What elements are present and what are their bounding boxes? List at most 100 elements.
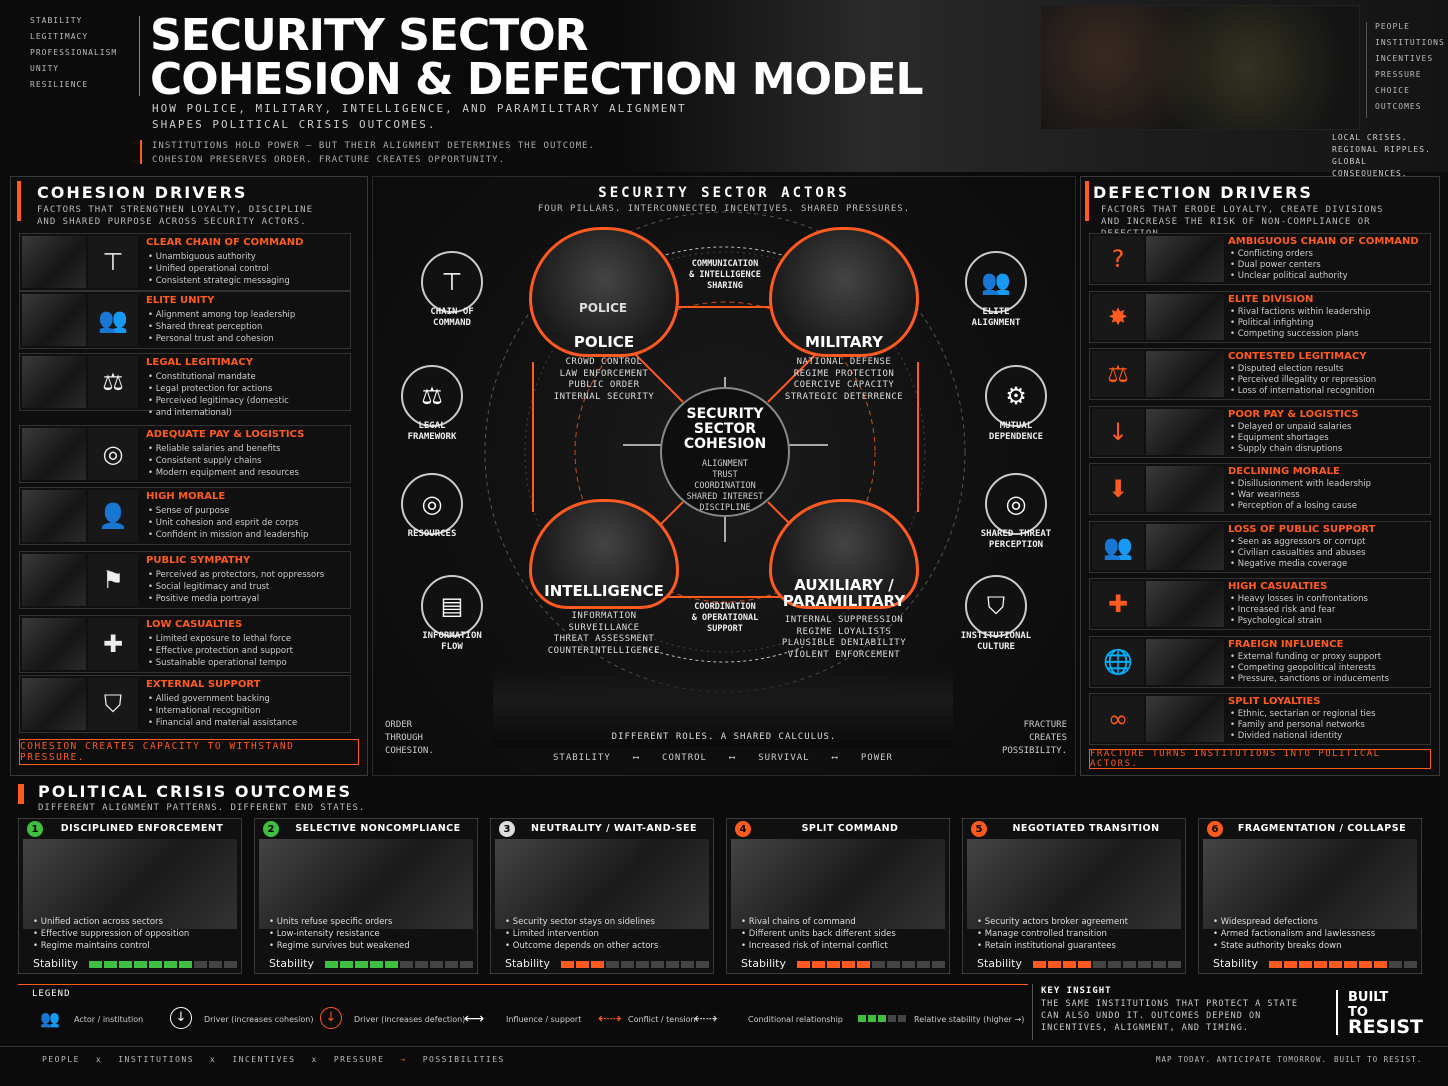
- stability-segment: [194, 961, 207, 968]
- insight-line: THE SAME INSTITUTIONS THAT PROTECT A STA…: [1041, 999, 1298, 1009]
- outcome-title: SELECTIVE NONCOMPLIANCE: [295, 823, 461, 834]
- map-caption: LOCAL CRISES. REGIONAL RIPPLES. GLOBAL C…: [1332, 132, 1448, 180]
- defection-driver-row: ↓POOR PAY & LOGISTICSDelayed or unpaid s…: [1089, 405, 1431, 458]
- tag: OUTCOMES: [1375, 102, 1422, 111]
- driver-title: ADEQUATE PAY & LOGISTICS: [146, 429, 305, 440]
- outcome-photo: [1203, 839, 1417, 929]
- legend-influence-arrow: ⟷: [464, 1011, 485, 1027]
- stability-segment: [917, 961, 930, 968]
- outcome-photo: [967, 839, 1181, 929]
- caption-line: ORDER: [385, 720, 413, 730]
- stability-segment: [576, 961, 589, 968]
- driver-bullet: Negative media coverage: [1230, 559, 1366, 570]
- outcome-bullet: Regime maintains control: [33, 940, 189, 952]
- legend-item: Driver (increases defection): [354, 1015, 466, 1024]
- driver-title: PUBLIC SYMPATHY: [146, 555, 251, 566]
- defection-desc-1: FACTORS THAT ERODE LOYALTY, CREATE DIVIS…: [1101, 205, 1384, 215]
- driver-bullet: Civilian casualties and abuses: [1230, 548, 1366, 559]
- tag: RESILIENCE: [30, 80, 89, 89]
- coins-icon: ◎: [88, 428, 138, 480]
- flow-arrow: ⟷: [729, 753, 736, 763]
- footer-item: PEOPLE: [42, 1055, 80, 1064]
- flow-arrow: ⟷: [633, 753, 640, 763]
- node-label-line: DEPENDENCE: [988, 432, 1044, 442]
- question-icon: ?: [1092, 236, 1144, 282]
- people-x-icon: 👥: [1092, 523, 1144, 570]
- stability-segment: [1063, 961, 1076, 968]
- defection-driver-row: ?AMBIGUOUS CHAIN OF COMMANDConflicting o…: [1089, 233, 1431, 285]
- flow-row: STABILITY ⟷ CONTROL ⟷ SURVIVAL ⟷ POWER: [553, 753, 893, 763]
- legend-item: Driver (increases cohesion): [204, 1015, 314, 1024]
- driver-photo: [1146, 638, 1224, 685]
- driver-photo: [22, 294, 86, 346]
- driver-bullet: Limited exposure to lethal force: [148, 633, 293, 645]
- tag: PROFESSIONALISM: [30, 48, 118, 57]
- driver-title: SPLIT LOYALTIES: [1228, 696, 1321, 707]
- core-cohesion-circle: [660, 387, 790, 517]
- node-label-line: PERCEPTION: [988, 540, 1044, 550]
- stability-segment: [1299, 961, 1312, 968]
- footer-item: →: [400, 1055, 407, 1064]
- world-map: [1040, 5, 1360, 130]
- outcome-photo: [23, 839, 237, 929]
- stability-segment: [696, 961, 709, 968]
- desc-line: COUNTERINTELLIGENCE: [547, 645, 661, 656]
- defection-driver-row: ✸ELITE DIVISIONRival factions within lea…: [1089, 290, 1431, 343]
- driver-bullet: Seen as aggressors or corrupt: [1230, 537, 1366, 548]
- defection-driver-row: ✚HIGH CASUALTIESHeavy losses in confront…: [1089, 578, 1431, 630]
- footer-line: [0, 1046, 1448, 1047]
- stability-segment: [209, 961, 222, 968]
- stability-segment: [1078, 961, 1091, 968]
- document-icon: ▤: [421, 575, 483, 637]
- stability-segment: [651, 961, 664, 968]
- driver-title: CLEAR CHAIN OF COMMAND: [146, 237, 304, 248]
- stability-segment: [561, 961, 574, 968]
- actors-subtitle: FOUR PILLARS. INTERCONNECTED INCENTIVES.…: [537, 204, 911, 214]
- stability-segment: [460, 961, 473, 968]
- insight-line: INCENTIVES, ALIGNMENT, AND TIMING.: [1041, 1023, 1249, 1033]
- scales-icon: ⚖: [1092, 351, 1144, 397]
- driver-title: AMBIGUOUS CHAIN OF COMMAND: [1228, 236, 1419, 247]
- driver-photo: [22, 236, 86, 288]
- driver-photo: [22, 356, 86, 408]
- legend-item: Conditional relationship: [748, 1015, 843, 1024]
- legend-actor-icon: 👥: [40, 1009, 60, 1028]
- cross-icon: ✚: [88, 618, 138, 670]
- subtitle-line2: SHAPES POLITICAL CRISIS OUTCOMES.: [152, 118, 437, 131]
- stability-segment: [681, 961, 694, 968]
- driver-bullet: Unified operational control: [148, 263, 290, 275]
- header-tags-left: STABILITY LEGITIMACY PROFESSIONALISM UNI…: [30, 16, 140, 96]
- stability-bar: [797, 961, 945, 968]
- desc-line: REGIME PROTECTION: [793, 368, 895, 379]
- auxiliary-label: AUXILIARY / PARAMILITARY: [774, 577, 914, 609]
- insight-title: KEY INSIGHT: [1041, 986, 1112, 996]
- stability-segment: [797, 961, 810, 968]
- outcome-bullet: Unified action across sectors: [33, 916, 189, 928]
- legend-panel: LEGEND 👥 Actor / institution ↓ Driver (i…: [18, 984, 1028, 1040]
- stability-segment: [1048, 961, 1061, 968]
- driver-title: EXTERNAL SUPPORT: [146, 679, 261, 690]
- node-label-line: FLOW: [441, 642, 463, 652]
- police-badge: POLICE: [579, 301, 628, 315]
- stability-segment: [591, 961, 604, 968]
- driver-bullet: Disillusionment with leadership: [1230, 479, 1371, 490]
- stability-segment: [827, 961, 840, 968]
- node-label-line: LEGAL: [418, 421, 446, 431]
- stability-segment: [149, 961, 162, 968]
- core-title-line: COHESION: [683, 436, 767, 452]
- stability-segment: [1138, 961, 1151, 968]
- outcome-bullet: Outcome depends on other actors: [505, 940, 659, 952]
- caption-line: GLOBAL CONSEQUENCES.: [1332, 157, 1408, 178]
- outcome-photo: [259, 839, 473, 929]
- stability-segment: [164, 961, 177, 968]
- stability-segment: [1314, 961, 1327, 968]
- defection-driver-row: 👥LOSS OF PUBLIC SUPPORTSeen as aggressor…: [1089, 520, 1431, 573]
- driver-bullet: Allied government backing: [148, 693, 297, 705]
